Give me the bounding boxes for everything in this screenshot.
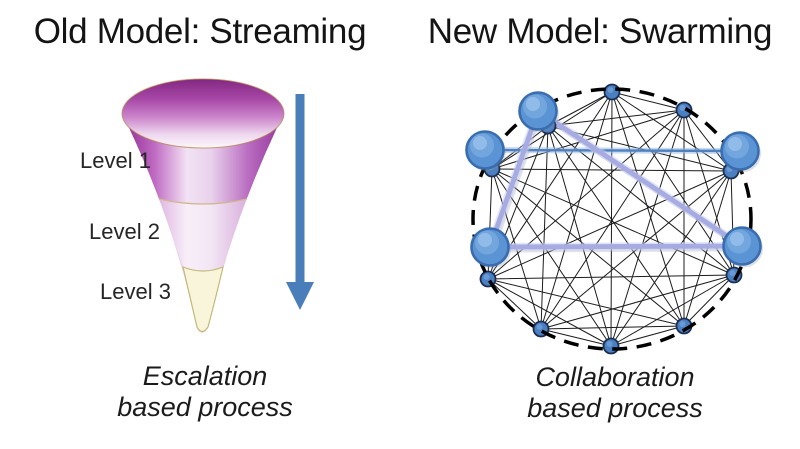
- funnel-level-2-label: Level 2: [89, 219, 160, 244]
- right-panel-title: New Model: Swarming: [427, 12, 773, 51]
- large-nodes: [465, 91, 763, 269]
- right-caption-line1: Collaboration: [535, 362, 695, 392]
- funnel-top-opening: [121, 78, 285, 149]
- left-caption-line1: Escalation: [142, 361, 268, 391]
- left-panel-title: Old Model: Streaming: [33, 12, 367, 51]
- highlight-edges: [486, 107, 747, 253]
- network-graph: [465, 83, 763, 355]
- funnel-level-3-label: Level 3: [100, 279, 171, 304]
- down-arrow-icon: [286, 94, 314, 310]
- left-caption: Escalation based process: [40, 361, 370, 423]
- funnel-level1-divider: [158, 198, 248, 205]
- funnel-body: [122, 113, 284, 333]
- funnel-level3-tip: [182, 266, 224, 333]
- left-caption-line2: based process: [117, 392, 293, 422]
- dashed-ring: [471, 87, 753, 351]
- funnel-graphic: [121, 78, 285, 333]
- funnel-level2-tint: [159, 199, 247, 271]
- right-caption-line2: based process: [527, 393, 703, 423]
- right-caption: Collaboration based process: [455, 362, 775, 424]
- funnel-level-1-label: Level 1: [80, 148, 151, 173]
